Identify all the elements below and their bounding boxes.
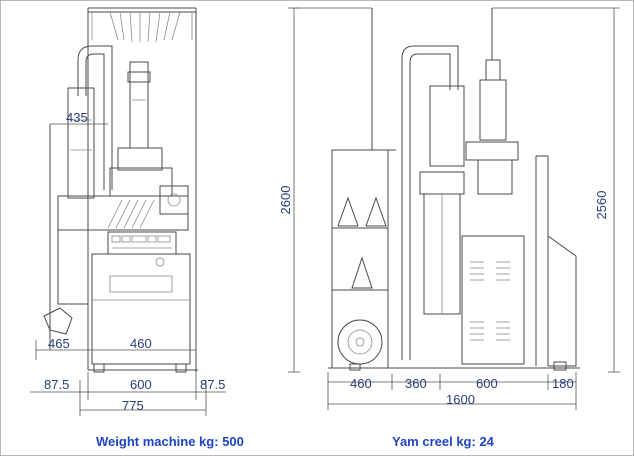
dim-side-machine-height: 2560 (594, 191, 609, 220)
weight-label: Weight machine kg: (96, 434, 219, 449)
front-view-machine (43, 7, 198, 373)
weight-caption: Weight machine kg: 500 (96, 434, 244, 449)
dim-front-margin-left: 87.5 (44, 377, 69, 392)
weight-value: 500 (222, 434, 244, 449)
dim-front-margin-right: 87.5 (200, 377, 225, 392)
creel-caption: Yam creel kg: 24 (392, 434, 494, 449)
creel-value: 24 (479, 434, 494, 449)
dim-front-height: 2600 (278, 186, 293, 215)
dim-front-base-width: 600 (130, 377, 152, 392)
front-view-dimension-lines (30, 123, 226, 416)
side-view-machine (288, 7, 580, 373)
dim-front-top-width: 435 (66, 110, 88, 125)
dim-side-creel-depth: 460 (350, 376, 372, 391)
side-view-dimension-lines (327, 7, 620, 410)
dim-front-lower-left: 465 (48, 336, 70, 351)
dim-front-base-inner: 460 (130, 336, 152, 351)
dim-side-panel-depth: 180 (552, 376, 574, 391)
dim-side-total-depth: 1600 (446, 392, 475, 407)
dim-side-gap: 360 (405, 376, 427, 391)
dim-side-machine-depth: 600 (476, 376, 498, 391)
dim-front-total-width: 775 (122, 398, 144, 413)
creel-label: Yam creel kg: (392, 434, 476, 449)
